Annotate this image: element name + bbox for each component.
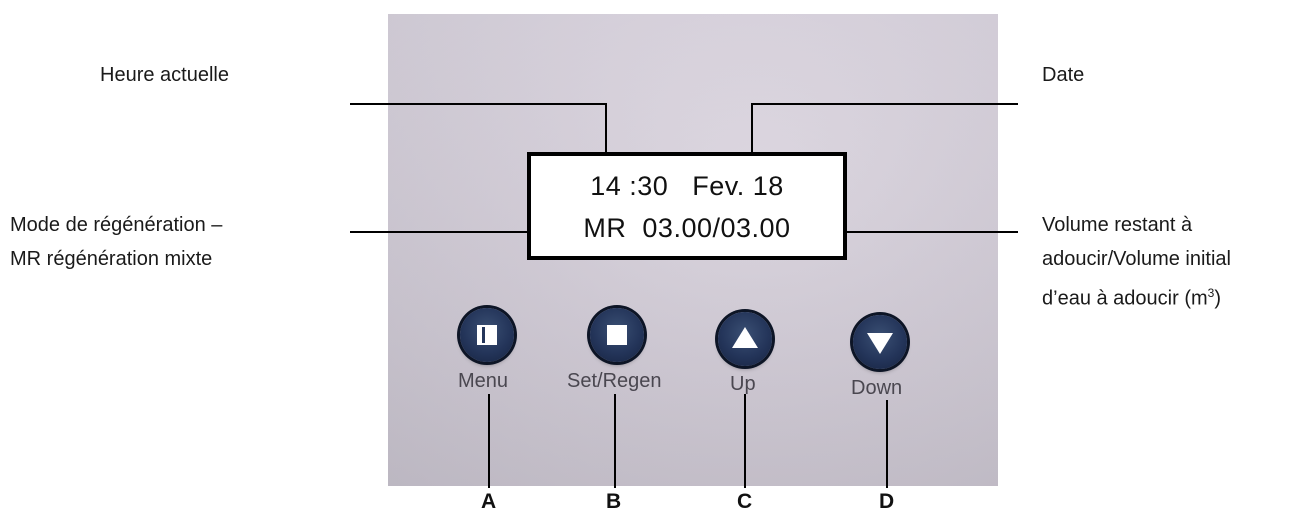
annotation-regen-mode: Mode de régénération – MR régénération m… bbox=[10, 208, 222, 276]
menu-button-label: Menu bbox=[458, 370, 509, 392]
lcd-display: 14 :30 Fev. 18 MR 03.00/03.00 bbox=[527, 152, 847, 260]
callout-letter-d: D bbox=[879, 490, 895, 513]
down-button-label: Down bbox=[851, 377, 903, 399]
menu-button[interactable] bbox=[460, 308, 514, 362]
down-button[interactable] bbox=[853, 315, 907, 369]
up-button[interactable] bbox=[718, 312, 772, 366]
square-icon bbox=[607, 325, 627, 345]
callout-letter-a: A bbox=[481, 490, 497, 513]
square-left-bar-icon bbox=[477, 325, 497, 345]
up-button-label: Up bbox=[730, 373, 756, 395]
annotation-volume-line1: Volume restant à bbox=[1042, 214, 1193, 236]
set-regen-button-label: Set/Regen bbox=[567, 370, 662, 392]
callout-letter-c: C bbox=[737, 490, 753, 513]
triangle-down-icon bbox=[867, 333, 893, 354]
annotation-volume-line3-sup: 3 bbox=[1207, 286, 1215, 300]
annotation-volume-line3: d’eau à adoucir (m3) bbox=[1042, 276, 1231, 316]
set-regen-button[interactable] bbox=[590, 308, 644, 362]
annotation-volume-line3-suffix: ) bbox=[1214, 287, 1222, 310]
triangle-up-icon bbox=[732, 327, 758, 348]
annotation-volume: Volume restant à adoucir/Volume initial … bbox=[1042, 208, 1231, 316]
annotation-volume-line2: adoucir/Volume initial bbox=[1042, 248, 1231, 270]
annotation-current-time: Heure actuelle bbox=[100, 64, 229, 86]
annotation-volume-line3-prefix: d’eau à adoucir (m bbox=[1042, 287, 1208, 310]
display-time-date: 14 :30 Fev. 18 bbox=[590, 171, 784, 201]
annotation-date: Date bbox=[1042, 64, 1085, 86]
annotation-regen-mode-line1: Mode de régénération – bbox=[10, 214, 223, 236]
display-mode-volume: MR 03.00/03.00 bbox=[583, 213, 791, 243]
callout-letter-b: B bbox=[606, 490, 622, 513]
annotation-regen-mode-line2: MR régénération mixte bbox=[10, 248, 213, 270]
